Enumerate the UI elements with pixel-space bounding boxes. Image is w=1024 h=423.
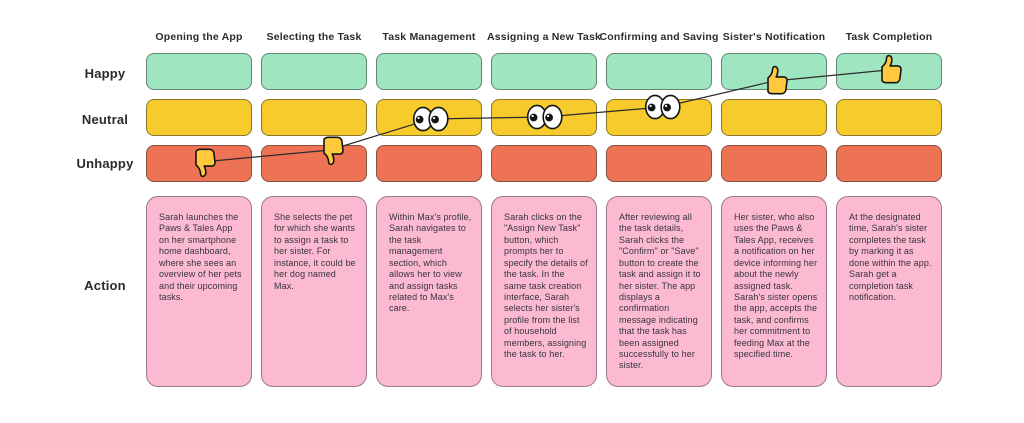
happy-cell[interactable] [491,53,597,90]
action-card[interactable]: Within Max's profile, Sarah navigates to… [376,196,482,387]
action-text: After reviewing all the task details, Sa… [619,212,701,371]
action-card[interactable]: She selects the pet for which she wants … [261,196,367,387]
eyes-icon[interactable] [411,106,451,132]
column-header: Sister's Notification [722,31,826,43]
column-header: Assigning a New Task [486,31,602,43]
journey-column-confirming-and-saving: Confirming and Saving After reviewing al… [599,0,718,423]
action-text: She selects the pet for which she wants … [274,212,356,291]
action-card[interactable]: Sarah clicks on the "Assign New Task" bu… [491,196,597,387]
happy-cell[interactable] [261,53,367,90]
action-card[interactable]: After reviewing all the task details, Sa… [606,196,712,387]
action-text: Within Max's profile, Sarah navigates to… [389,212,472,314]
column-header: Confirming and Saving [599,31,719,43]
action-text: At the designated time, Sarah's sister c… [849,212,932,302]
journey-column-assigning-a-new-task: Assigning a New Task Sarah clicks on the… [487,0,601,423]
row-label-unhappy: Unhappy [76,156,134,171]
thumbs-down-icon[interactable] [314,134,346,167]
row-label-happy: Happy [84,66,126,81]
happy-cell[interactable] [606,53,712,90]
journey-column-task-management: Task Management Within Max's profile, Sa… [376,0,482,423]
neutral-cell[interactable] [146,99,252,136]
happy-cell[interactable] [376,53,482,90]
row-label-action: Action [84,278,126,293]
neutral-cell[interactable] [836,99,942,136]
journey-column-selecting-the-task: Selecting the Task She selects the pet f… [261,0,367,423]
action-card[interactable]: Sarah launches the Paws & Tales App on h… [146,196,252,387]
eyes-icon[interactable] [525,104,565,130]
unhappy-cell[interactable] [491,145,597,182]
unhappy-cell[interactable] [721,145,827,182]
unhappy-cell[interactable] [836,145,942,182]
journey-column-opening-the-app: Opening the App Sarah launches the Paws … [146,0,252,423]
thumbs-down-icon[interactable] [186,146,218,179]
unhappy-cell[interactable] [376,145,482,182]
eyes-icon[interactable] [643,94,683,120]
column-header: Task Management [382,31,476,43]
unhappy-cell[interactable] [606,145,712,182]
thumbs-up-icon[interactable] [758,64,790,97]
column-header: Opening the App [155,31,243,43]
neutral-cell[interactable] [721,99,827,136]
thumbs-up-icon[interactable] [872,53,904,86]
row-label-neutral: Neutral [81,112,129,127]
column-header: Task Completion [845,31,933,43]
action-text: Sarah clicks on the "Assign New Task" bu… [504,212,588,360]
action-card[interactable]: At the designated time, Sarah's sister c… [836,196,942,387]
action-card[interactable]: Her sister, who also uses the Paws & Tal… [721,196,827,387]
happy-cell[interactable] [146,53,252,90]
action-text: Her sister, who also uses the Paws & Tal… [734,212,818,360]
column-header: Selecting the Task [266,31,362,43]
action-text: Sarah launches the Paws & Tales App on h… [159,212,242,302]
neutral-cell[interactable] [261,99,367,136]
journey-column-task-completion: Task Completion At the designated time, … [836,0,942,423]
